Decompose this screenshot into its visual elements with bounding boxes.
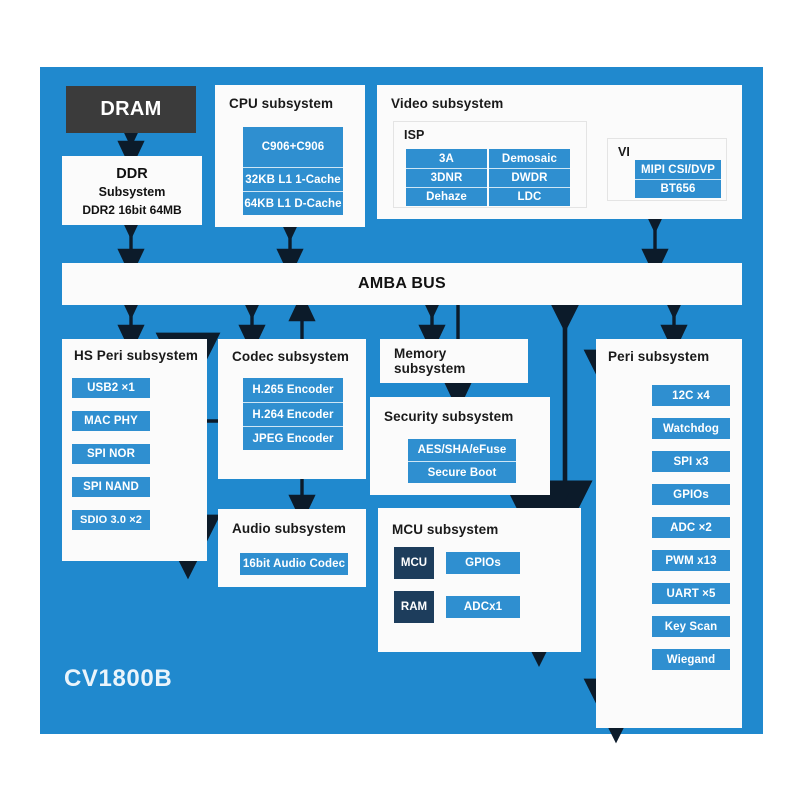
isp-3dnr-block[interactable]: 3DNR — [406, 168, 487, 187]
codec-item-jpeg[interactable]: JPEG Encoder — [243, 426, 343, 450]
codec-item-h265[interactable]: H.265 Encoder — [243, 378, 343, 402]
peri-subsystem-title: Peri subsystem — [608, 349, 710, 364]
audio-subsystem-panel[interactable]: Audio subsystem 16bit Audio Codec — [218, 509, 366, 587]
isp-panel[interactable]: ISP 3A 3DNR Dehaze Demosaic DWDR LDC — [393, 121, 587, 208]
peri-item-i2c[interactable]: 12C x4 — [652, 385, 730, 406]
hs-peri-item-usb2[interactable]: USB2 ×1 — [72, 378, 150, 398]
isp-demosaic-block[interactable]: Demosaic — [489, 149, 570, 168]
cpu-subsystem-panel[interactable]: CPU subsystem C906+C906 32KB L1 1-Cache … — [215, 85, 365, 227]
isp-3a-block[interactable]: 3A — [406, 149, 487, 168]
hs-peri-item-spi-nor[interactable]: SPI NOR — [72, 444, 150, 464]
hs-peri-subsystem-title: HS Peri subsystem — [74, 348, 199, 363]
dram-block[interactable]: DRAM — [66, 86, 196, 133]
cpu-core-block[interactable]: C906+C906 — [243, 127, 343, 167]
isp-title: ISP — [404, 128, 425, 142]
peri-subsystem-panel[interactable]: Peri subsystem 12C x4 Watchdog SPI x3 GP… — [596, 339, 742, 728]
ddr-subtitle: Subsystem — [98, 185, 166, 199]
hs-peri-item-sdio[interactable]: SDIO 3.0 ×2 — [72, 510, 150, 530]
ddr-subsystem-panel[interactable]: DDR Subsystem DDR2 16bit 64MB — [62, 156, 202, 225]
cpu-l1d-cache-block[interactable]: 64KB L1 D-Cache — [243, 191, 343, 215]
hs-peri-subsystem-panel[interactable]: HS Peri subsystem USB2 ×1 MAC PHY SPI NO… — [62, 339, 207, 561]
mcu-subsystem-panel[interactable]: MCU subsystem MCU RAM GPIOs ADCx1 — [378, 508, 581, 652]
security-item-aes-sha-efuse[interactable]: AES/SHA/eFuse — [408, 439, 516, 461]
vi-panel[interactable]: VI MIPI CSI/DVP BT656 — [607, 138, 727, 201]
ddr-spec: DDR2 16bit 64MB — [82, 203, 182, 217]
peri-item-wiegand[interactable]: Wiegand — [652, 649, 730, 670]
audio-item-codec[interactable]: 16bit Audio Codec — [240, 553, 348, 575]
security-subsystem-panel[interactable]: Security subsystem AES/SHA/eFuse Secure … — [370, 397, 550, 495]
memory-subsystem-panel[interactable]: Memory subsystem — [380, 339, 528, 383]
mcu-core-block[interactable]: MCU — [394, 547, 434, 579]
isp-ldc-block[interactable]: LDC — [489, 187, 570, 206]
codec-subsystem-panel[interactable]: Codec subsystem H.265 Encoder H.264 Enco… — [218, 339, 366, 479]
video-subsystem-title: Video subsystem — [391, 96, 504, 111]
peri-item-gpios[interactable]: GPIOs — [652, 484, 730, 505]
mcu-item-gpios[interactable]: GPIOs — [446, 552, 520, 574]
peri-item-key-scan[interactable]: Key Scan — [652, 616, 730, 637]
mcu-item-adc[interactable]: ADCx1 — [446, 596, 520, 618]
hs-peri-item-mac-phy[interactable]: MAC PHY — [72, 411, 150, 431]
memory-subsystem-title-line1: Memory — [394, 346, 447, 361]
security-item-secure-boot[interactable]: Secure Boot — [408, 461, 516, 483]
codec-subsystem-title: Codec subsystem — [232, 349, 350, 364]
amba-bus[interactable]: AMBA BUS — [62, 263, 742, 305]
peri-item-adc[interactable]: ADC ×2 — [652, 517, 730, 538]
cpu-l1i-cache-block[interactable]: 32KB L1 1-Cache — [243, 167, 343, 191]
chip-model-label: CV1800B — [64, 665, 173, 692]
cpu-subsystem-title: CPU subsystem — [229, 96, 334, 111]
video-subsystem-panel[interactable]: Video subsystem ISP 3A 3DNR Dehaze Demos… — [377, 85, 742, 219]
peri-item-watchdog[interactable]: Watchdog — [652, 418, 730, 439]
isp-dehaze-block[interactable]: Dehaze — [406, 187, 487, 206]
soc-chip-boundary: DRAM DDR Subsystem DDR2 16bit 64MB CPU s… — [40, 67, 763, 744]
peri-item-spi[interactable]: SPI x3 — [652, 451, 730, 472]
audio-subsystem-title: Audio subsystem — [232, 521, 347, 536]
mcu-ram-block[interactable]: RAM — [394, 591, 434, 623]
peri-item-uart[interactable]: UART ×5 — [652, 583, 730, 604]
isp-dwdr-block[interactable]: DWDR — [489, 168, 570, 187]
peri-item-pwm[interactable]: PWM x13 — [652, 550, 730, 571]
security-subsystem-title: Security subsystem — [384, 409, 514, 424]
ddr-title: DDR — [116, 166, 148, 182]
hs-peri-item-spi-nand[interactable]: SPI NAND — [72, 477, 150, 497]
mcu-subsystem-title: MCU subsystem — [392, 522, 499, 537]
memory-subsystem-title-line2: subsystem — [394, 361, 466, 376]
vi-bt656-block[interactable]: BT656 — [635, 179, 721, 198]
codec-item-h264[interactable]: H.264 Encoder — [243, 402, 343, 426]
vi-mipi-csi-dvp-block[interactable]: MIPI CSI/DVP — [635, 160, 721, 179]
vi-title: VI — [618, 145, 631, 159]
